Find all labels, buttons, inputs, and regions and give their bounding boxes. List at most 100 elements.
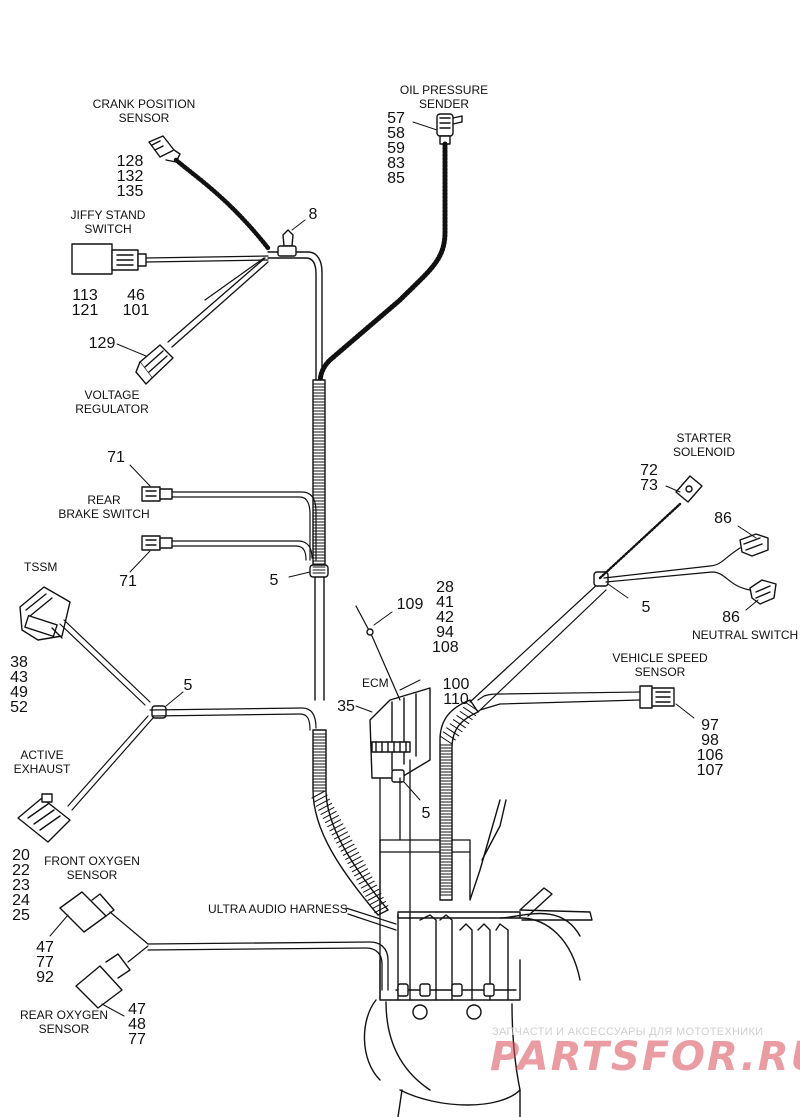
clip-5-left bbox=[151, 691, 184, 719]
loom-ring bbox=[360, 880, 375, 889]
loom-ring bbox=[320, 806, 335, 815]
loom-ring bbox=[338, 839, 353, 848]
callout-number: 100 bbox=[442, 676, 470, 693]
loom-ring bbox=[369, 896, 384, 905]
active-exhaust-wire bbox=[67, 715, 154, 811]
main-trunk-outer bbox=[267, 251, 323, 381]
callout-number: 38 bbox=[10, 654, 28, 671]
loom-ring bbox=[345, 851, 360, 860]
active-exhaust-connector bbox=[17, 793, 71, 843]
oil-pressure-wire bbox=[317, 141, 448, 388]
callout-number: 8 bbox=[308, 206, 318, 223]
callout-number: 135 bbox=[116, 183, 144, 200]
callout-number: 97 bbox=[701, 717, 719, 734]
callout-rear-brake-top: 71 bbox=[104, 449, 128, 466]
loom-ring bbox=[358, 876, 373, 885]
callout-number: 77 bbox=[128, 1031, 146, 1048]
watermark-logo: PARTSFOR.RU bbox=[490, 1034, 800, 1080]
oil-pressure-sender-connector bbox=[412, 113, 463, 145]
loom-ring bbox=[442, 731, 456, 741]
tssm-wire bbox=[59, 619, 151, 706]
callout-number: 59 bbox=[387, 140, 405, 157]
callout-ecm-clip: 5 bbox=[418, 806, 434, 822]
loom-ring bbox=[313, 794, 328, 803]
loom-ring bbox=[329, 823, 344, 832]
callout-number: 49 bbox=[10, 684, 28, 701]
callout-number: 5 bbox=[641, 599, 651, 616]
callout-number: 22 bbox=[12, 862, 30, 879]
ecm-module bbox=[355, 679, 431, 779]
callout-number: 43 bbox=[10, 669, 28, 686]
callout-clip-5-mid: 5 bbox=[266, 572, 282, 589]
vehicle-speed-sensor-connector bbox=[639, 685, 695, 719]
ecm-ground-wire bbox=[355, 605, 401, 701]
callout-number: 71 bbox=[119, 573, 137, 590]
watermark-tagline: ЗАПЧАСТИ И АКСЕССУАРЫ ДЛЯ МОТОТЕХНИКИ bbox=[492, 1026, 764, 1038]
jiffy-stand-switch-connector bbox=[71, 243, 147, 275]
callout-number: 5 bbox=[269, 572, 279, 589]
callout-number: 107 bbox=[696, 762, 724, 779]
callout-number: 73 bbox=[640, 477, 658, 494]
callout-number: 71 bbox=[107, 449, 125, 466]
callout-number: 86 bbox=[714, 510, 732, 527]
callout-number: 72 bbox=[640, 462, 658, 479]
loom-ring bbox=[342, 847, 357, 856]
voltage-regulator-connector bbox=[116, 343, 174, 385]
loom-ring bbox=[327, 819, 342, 828]
callout-number: 41 bbox=[436, 594, 454, 611]
loom-ring bbox=[340, 843, 355, 852]
callout-number: 23 bbox=[12, 877, 30, 894]
callout-number: 5 bbox=[183, 677, 193, 694]
callout-number: 47 bbox=[36, 939, 54, 956]
loom-ring bbox=[374, 905, 389, 914]
callout-ecm: 35 bbox=[334, 699, 358, 715]
callout-number: 47 bbox=[128, 1001, 146, 1018]
callout-number: 48 bbox=[128, 1016, 146, 1033]
starter-solenoid-connector bbox=[665, 475, 703, 503]
loom-ring bbox=[322, 810, 337, 819]
loom-ring bbox=[311, 790, 326, 799]
loom-ring bbox=[466, 702, 480, 712]
loom-ring bbox=[363, 884, 378, 893]
neutral-switch-connector-bottom bbox=[745, 579, 777, 611]
callout-number: 86 bbox=[722, 609, 740, 626]
loom-ring bbox=[347, 856, 362, 865]
callout-clip-5-right: 5 bbox=[638, 599, 654, 616]
rear-brake-switch-lower bbox=[129, 535, 173, 573]
frame-lower bbox=[345, 799, 593, 1117]
callout-number: 24 bbox=[12, 892, 30, 909]
loom-ring bbox=[446, 727, 460, 737]
loom-ring bbox=[449, 723, 463, 733]
loom-ring bbox=[336, 835, 351, 844]
tssm-module bbox=[19, 586, 71, 641]
callout-number: 46 bbox=[127, 287, 145, 304]
starter-solenoid-wire bbox=[598, 502, 682, 580]
loom-ring bbox=[351, 864, 366, 873]
loom-ring bbox=[315, 798, 330, 807]
callout-number: 101 bbox=[122, 302, 150, 319]
callout-clip-5-left: 5 bbox=[180, 677, 196, 694]
callout-number: 98 bbox=[701, 732, 719, 749]
clip-8 bbox=[277, 219, 306, 257]
callout-number: 52 bbox=[10, 699, 28, 716]
callout-neutral-bottom: 86 bbox=[718, 609, 744, 626]
tssm-label: TSSM bbox=[24, 560, 58, 574]
voltage-regulator-wire bbox=[167, 257, 269, 348]
loom-ring bbox=[463, 706, 477, 716]
callout-neutral-top: 86 bbox=[710, 510, 736, 527]
callout-number: 113 bbox=[72, 287, 98, 304]
loom-ring bbox=[367, 892, 382, 901]
callout-number: 129 bbox=[88, 335, 116, 352]
neutral-switch-connector-top bbox=[737, 525, 769, 557]
front-oxygen-wire bbox=[109, 911, 149, 945]
